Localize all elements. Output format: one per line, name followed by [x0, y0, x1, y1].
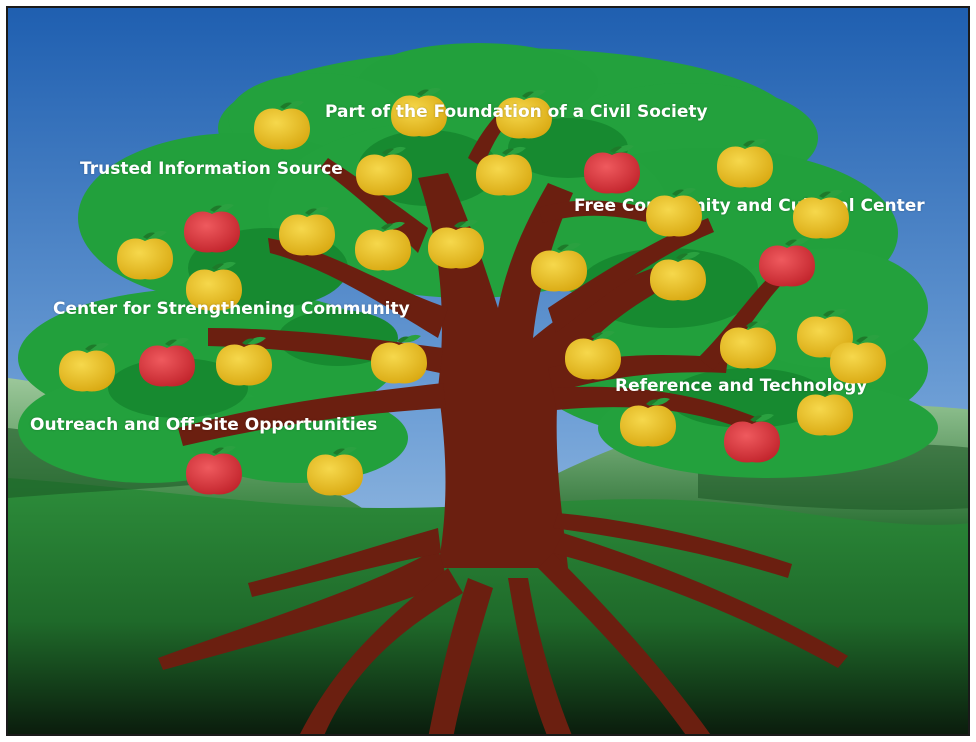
yellow-apple — [254, 100, 310, 150]
apples — [59, 87, 853, 496]
yellow-apple — [279, 206, 335, 256]
label-outreach-offsite: Outreach and Off-Site Opportunities — [30, 415, 378, 435]
yellow-apple — [356, 146, 412, 196]
red-apple — [184, 203, 240, 253]
yellow-apple — [307, 446, 363, 496]
label-free-community-cultural-center: Free Community and Cultural Center — [574, 196, 925, 216]
yellow-apple — [650, 251, 706, 301]
tree-diagram: Part of the Foundation of a Civil Societ… — [6, 6, 970, 736]
yellow-apple — [428, 219, 484, 269]
yellow-apple — [797, 386, 853, 436]
yellow-apple — [717, 138, 773, 188]
yellow-apple — [531, 242, 587, 292]
yellow-apple — [216, 336, 272, 386]
red-apple — [139, 337, 195, 387]
label-reference-technology: Reference and Technology — [615, 376, 868, 396]
tree-illustration — [8, 8, 968, 734]
yellow-apple — [620, 397, 676, 447]
yellow-apple — [476, 146, 532, 196]
label-center-strengthening-community: Center for Strengthening Community — [53, 299, 410, 319]
label-foundation: Part of the Foundation of a Civil Societ… — [325, 102, 708, 122]
yellow-apple — [391, 87, 447, 137]
yellow-apple — [117, 230, 173, 280]
red-apple — [584, 144, 640, 194]
ground — [8, 478, 968, 734]
yellow-apple — [565, 330, 621, 380]
yellow-apple — [186, 261, 242, 311]
yellow-apple — [720, 319, 776, 369]
yellow-apple — [371, 334, 427, 384]
yellow-apple — [496, 89, 552, 139]
red-apple — [724, 413, 780, 463]
red-apple — [186, 445, 242, 495]
yellow-apple — [355, 221, 411, 271]
label-trusted-information-source: Trusted Information Source — [80, 159, 343, 179]
red-apple — [759, 237, 815, 287]
yellow-apple — [59, 342, 115, 392]
